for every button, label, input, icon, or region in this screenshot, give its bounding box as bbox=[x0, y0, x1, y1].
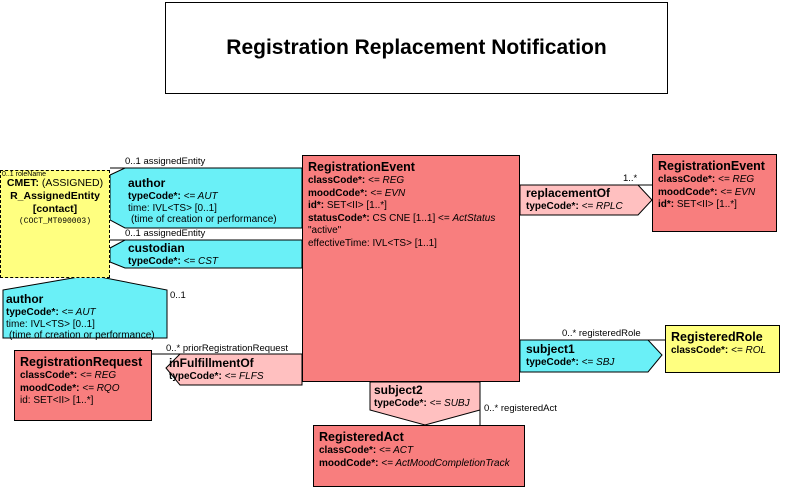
subject1-type-key: typeCode*: bbox=[526, 357, 579, 368]
cmet-corner-label: 0..1 roleName bbox=[2, 171, 46, 178]
main-event-status-fixed: "active" bbox=[308, 225, 342, 236]
main-event-mood-val: <= EVN bbox=[370, 187, 406, 199]
diagram-title: Registration Replacement Notification bbox=[226, 36, 607, 59]
in-fulfillment-type-val: <= FLFS bbox=[224, 371, 264, 382]
author-top-type-val: <= AUT bbox=[183, 191, 218, 202]
subject2-name: subject2 bbox=[374, 383, 423, 397]
author-left-type-key: typeCode*: bbox=[6, 307, 59, 318]
cmet-heading: CMET: (ASSIGNED) bbox=[1, 177, 109, 190]
main-event-effective-time: effectiveTime: IVL<TS> [1..1] bbox=[308, 237, 437, 249]
registration-request-title: RegistrationRequest bbox=[20, 355, 143, 369]
replaced-event-id-val: SET<II> [1..*] bbox=[676, 199, 737, 210]
replaced-event-id-key: id*: bbox=[658, 199, 675, 210]
author-top-name: author bbox=[128, 176, 166, 190]
registered-act-mood-key: moodCode*: bbox=[319, 457, 379, 469]
replaced-event-mood-val: <= EVN bbox=[720, 186, 756, 198]
registered-role-title: RegisteredRole bbox=[671, 330, 763, 344]
replaced-event-mood-key: moodCode*: bbox=[658, 186, 718, 198]
cmet-assigned-entity-box[interactable]: 0..1 roleName CMET: (ASSIGNED) R_Assigne… bbox=[0, 170, 110, 278]
main-event-class-key: classCode*: bbox=[308, 175, 366, 186]
cmet-variant: [contact] bbox=[32, 203, 78, 215]
author-top-time-note: (time of creation or performance) bbox=[131, 214, 277, 225]
custodian-type-key: typeCode*: bbox=[128, 256, 181, 267]
registration-request-mood-key: moodCode*: bbox=[20, 382, 80, 394]
registered-act-class-key: classCode*: bbox=[319, 445, 377, 456]
in-fulfillment-assoc-label: 0..* priorRegistrationRequest bbox=[166, 343, 288, 354]
author-top-time: time: IVL<TS> [0..1] bbox=[128, 202, 217, 214]
main-event-status-key: statusCode*: bbox=[308, 212, 370, 224]
in-fulfillment-text: inFulfillmentOf typeCode*: <= FLFS bbox=[169, 356, 301, 383]
diagram-title-box: Registration Replacement Notification bbox=[165, 2, 668, 94]
registered-role-box[interactable]: RegisteredRole classCode*: <= ROL bbox=[665, 325, 780, 373]
cmet-label: CMET: bbox=[6, 177, 39, 189]
custodian-type-val: <= CST bbox=[183, 256, 219, 267]
in-fulfillment-name: inFulfillmentOf bbox=[169, 356, 254, 370]
registered-role-class-key: classCode*: bbox=[671, 345, 729, 356]
registered-role-class-val: <= ROL bbox=[731, 345, 767, 356]
author-left-mult: 0..1 bbox=[170, 290, 186, 301]
registration-request-box[interactable]: RegistrationRequest classCode*: <= REG m… bbox=[14, 350, 152, 421]
subject2-assoc-label: 0..* registeredAct bbox=[484, 403, 557, 414]
author-top-assoc-label: 0..1 assignedEntity bbox=[125, 156, 206, 167]
registered-act-title: RegisteredAct bbox=[319, 430, 404, 444]
main-event-status-domain: ActStatus bbox=[452, 212, 496, 224]
registration-request-class-key: classCode*: bbox=[20, 370, 78, 381]
author-top-text: author typeCode*: <= AUT time: IVL<TS> [… bbox=[128, 176, 300, 226]
main-registration-event-box[interactable]: RegistrationEvent classCode*: <= REG moo… bbox=[302, 155, 520, 382]
custodian-name: custodian bbox=[128, 241, 185, 255]
registered-act-class-val: <= ACT bbox=[379, 445, 414, 456]
replacement-of-text: replacementOf typeCode*: <= RPLC bbox=[526, 186, 646, 213]
subject1-type-val: <= SBJ bbox=[581, 357, 615, 368]
replacement-of-name: replacementOf bbox=[526, 186, 611, 200]
subject1-assoc-label: 0..* registeredRole bbox=[562, 328, 641, 339]
subject2-shape[interactable] bbox=[369, 381, 481, 426]
cmet-code: (COCT_MT090003) bbox=[18, 217, 91, 226]
registration-request-id: id: SET<II> [1..*] bbox=[20, 395, 94, 406]
author-left-text: author typeCode*: <= AUT time: IVL<TS> [… bbox=[6, 292, 166, 342]
registration-request-mood-val: <= RQO bbox=[82, 382, 120, 394]
cmet-name: R_AssignedEntity bbox=[10, 190, 100, 202]
main-event-mood-key: moodCode*: bbox=[308, 187, 368, 199]
replacement-of-type-key: typeCode*: bbox=[526, 201, 579, 212]
cmet-kind: (ASSIGNED) bbox=[41, 177, 104, 189]
main-event-class-val: <= REG bbox=[368, 175, 405, 186]
main-event-id-key: id*: bbox=[308, 200, 325, 211]
subject2-type-val: <= SUBJ bbox=[429, 398, 470, 409]
replaced-event-class-val: <= REG bbox=[718, 174, 755, 185]
replaced-registration-event-box[interactable]: RegistrationEvent classCode*: <= REG moo… bbox=[652, 154, 777, 232]
main-event-title: RegistrationEvent bbox=[308, 160, 415, 174]
author-left-time-note: (time of creation or performance) bbox=[9, 330, 155, 341]
subject2-type-key: typeCode*: bbox=[374, 398, 427, 409]
replaced-event-title: RegistrationEvent bbox=[658, 159, 765, 173]
replaced-event-class-key: classCode*: bbox=[658, 174, 716, 185]
author-left-name: author bbox=[6, 292, 44, 306]
main-event-status-val: CS CNE [1..1] <= bbox=[372, 212, 450, 224]
in-fulfillment-type-key: typeCode*: bbox=[169, 371, 222, 382]
main-event-id-val: SET<II> [1..*] bbox=[326, 200, 387, 211]
author-left-time: time: IVL<TS> [0..1] bbox=[6, 318, 95, 330]
custodian-assoc-label: 0..1 assignedEntity bbox=[125, 228, 206, 239]
registration-request-class-val: <= REG bbox=[80, 370, 117, 381]
replacement-of-mult: 1..* bbox=[623, 173, 638, 184]
subject1-text: subject1 typeCode*: <= SBJ bbox=[526, 342, 651, 369]
subject2-text: subject2 typeCode*: <= SUBJ bbox=[374, 383, 484, 410]
registered-act-box[interactable]: RegisteredAct classCode*: <= ACT moodCod… bbox=[313, 425, 525, 487]
custodian-text: custodian typeCode*: <= CST bbox=[128, 241, 300, 268]
author-top-type-key: typeCode*: bbox=[128, 191, 181, 202]
registered-act-mood-val: <= ActMoodCompletionTrack bbox=[381, 457, 510, 469]
replacement-of-type-val: <= RPLC bbox=[581, 201, 623, 212]
subject1-name: subject1 bbox=[526, 342, 575, 356]
author-left-type-val: <= AUT bbox=[61, 307, 96, 318]
